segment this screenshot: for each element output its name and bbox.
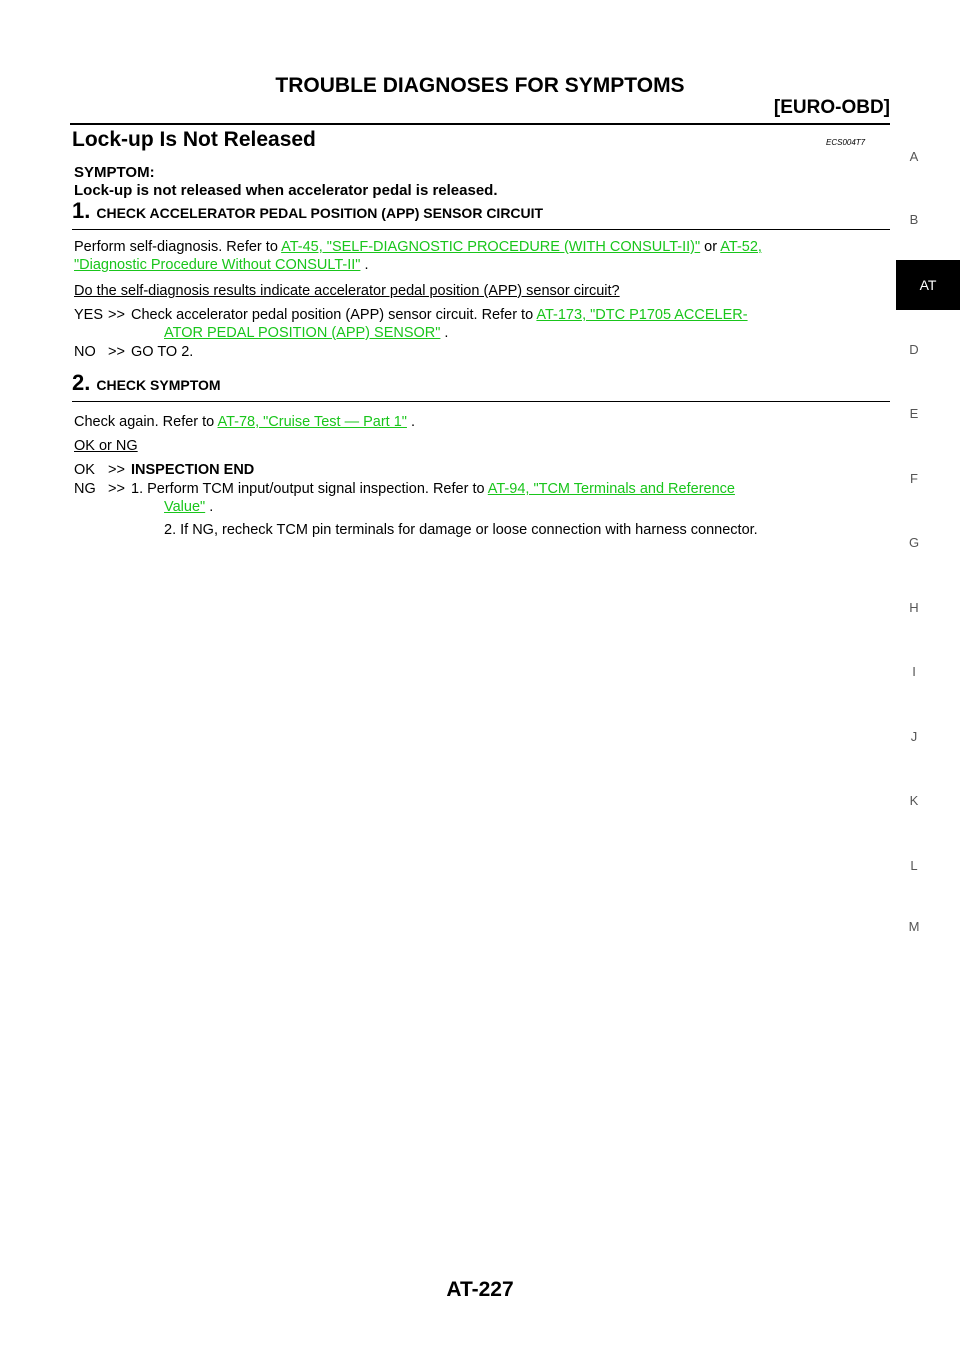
ng-end: . bbox=[205, 499, 214, 515]
page-number: AT-227 bbox=[446, 1278, 514, 1301]
step-2-heading: 2. CHECK SYMPTOM bbox=[72, 370, 221, 396]
link-at-45[interactable]: AT-45, "SELF-DIAGNOSTIC PROCEDURE (WITH … bbox=[281, 239, 701, 255]
step-2-label: CHECK SYMPTOM bbox=[96, 377, 221, 393]
index-a[interactable]: A bbox=[909, 149, 919, 164]
step-1-intro: Perform self-diagnosis. Refer to bbox=[74, 239, 282, 255]
link-at-52-b[interactable]: "Diagnostic Procedure Without CONSULT-II… bbox=[74, 257, 361, 273]
step-1-end: . bbox=[360, 257, 369, 273]
yes-arrow: >> bbox=[108, 307, 125, 323]
link-at-94-a[interactable]: AT-94, "TCM Terminals and Reference bbox=[487, 481, 735, 497]
index-h[interactable]: H bbox=[909, 600, 919, 615]
link-at-94-b[interactable]: Value" bbox=[164, 499, 206, 515]
step-2-divider bbox=[72, 401, 890, 402]
step-2-ng-branch: NG >> 1. Perform TCM input/output signal i… bbox=[74, 480, 890, 516]
no-arrow: >> bbox=[108, 344, 125, 360]
step-2-number: 2. bbox=[72, 370, 91, 395]
step-1-or: or bbox=[700, 239, 721, 255]
index-j[interactable]: J bbox=[910, 729, 918, 744]
index-k[interactable]: K bbox=[909, 793, 919, 808]
index-d[interactable]: D bbox=[909, 342, 919, 357]
step-1-instruction: Perform self-diagnosis. Refer to AT-45, … bbox=[74, 238, 890, 274]
symptom-block: SYMPTOM: Lock-up is not released when ac… bbox=[74, 164, 498, 200]
ng-text-1: 1. Perform TCM input/output signal inspe… bbox=[131, 481, 488, 497]
ok-key: OK bbox=[74, 462, 95, 478]
link-at-78[interactable]: AT-78, "Cruise Test — Part 1" bbox=[217, 414, 407, 430]
yes-end: . bbox=[440, 325, 449, 341]
step-1-divider bbox=[72, 229, 890, 230]
index-e[interactable]: E bbox=[909, 406, 919, 421]
index-at-active[interactable]: AT bbox=[896, 260, 960, 310]
index-m[interactable]: M bbox=[908, 919, 920, 934]
step-1-no-branch: NO >> GO TO 2. bbox=[74, 343, 193, 361]
step-1-question: Do the self-diagnosis results indicate a… bbox=[74, 283, 620, 299]
index-g[interactable]: G bbox=[908, 535, 920, 550]
step-2-instruction: Check again. Refer to AT-78, "Cruise Tes… bbox=[74, 413, 415, 431]
index-l[interactable]: L bbox=[910, 858, 918, 873]
symptom-text: Lock-up is not released when accelerator… bbox=[74, 182, 498, 199]
yes-key: YES bbox=[74, 307, 104, 323]
step-2-intro: Check again. Refer to bbox=[74, 414, 218, 430]
page-header-subtitle: [EURO-OBD] bbox=[773, 97, 890, 118]
ng-arrow: >> bbox=[108, 481, 125, 497]
header-divider bbox=[70, 123, 890, 125]
step-2-question: OK or NG bbox=[74, 438, 138, 454]
step-2-end: . bbox=[406, 414, 416, 430]
symptom-label: SYMPTOM: bbox=[74, 164, 155, 181]
section-title: Lock-up Is Not Released bbox=[72, 128, 316, 151]
page-header-title: TROUBLE DIAGNOSES FOR SYMPTOMS bbox=[275, 74, 685, 97]
index-i[interactable]: I bbox=[912, 664, 916, 679]
step-1-label: CHECK ACCELERATOR PEDAL POSITION (APP) S… bbox=[96, 205, 544, 221]
step-1-yes-branch: YES>> Check accelerator pedal position (A… bbox=[74, 306, 890, 342]
step-1-number: 1. bbox=[72, 198, 91, 223]
ng-text-2: 2. If NG, recheck TCM pin terminals for … bbox=[164, 522, 758, 538]
ok-text: INSPECTION END bbox=[131, 462, 255, 478]
index-f[interactable]: F bbox=[910, 471, 918, 486]
section-code: ECS004T7 bbox=[826, 138, 866, 147]
index-b[interactable]: B bbox=[909, 212, 919, 227]
no-text: GO TO 2. bbox=[131, 344, 194, 360]
link-at-173-b[interactable]: ATOR PEDAL POSITION (APP) SENSOR" bbox=[164, 325, 441, 341]
ng-key: NG bbox=[74, 481, 96, 497]
step-2-ok-branch: OK >> INSPECTION END bbox=[74, 461, 254, 479]
yes-text: Check accelerator pedal position (APP) s… bbox=[131, 307, 537, 323]
step-1-heading: 1. CHECK ACCELERATOR PEDAL POSITION (APP… bbox=[72, 198, 543, 224]
link-at-52-a[interactable]: AT-52, bbox=[720, 239, 762, 255]
no-key: NO bbox=[74, 344, 96, 360]
ok-arrow: >> bbox=[108, 462, 125, 478]
link-at-173-a[interactable]: AT-173, "DTC P1705 ACCELER- bbox=[536, 307, 748, 323]
